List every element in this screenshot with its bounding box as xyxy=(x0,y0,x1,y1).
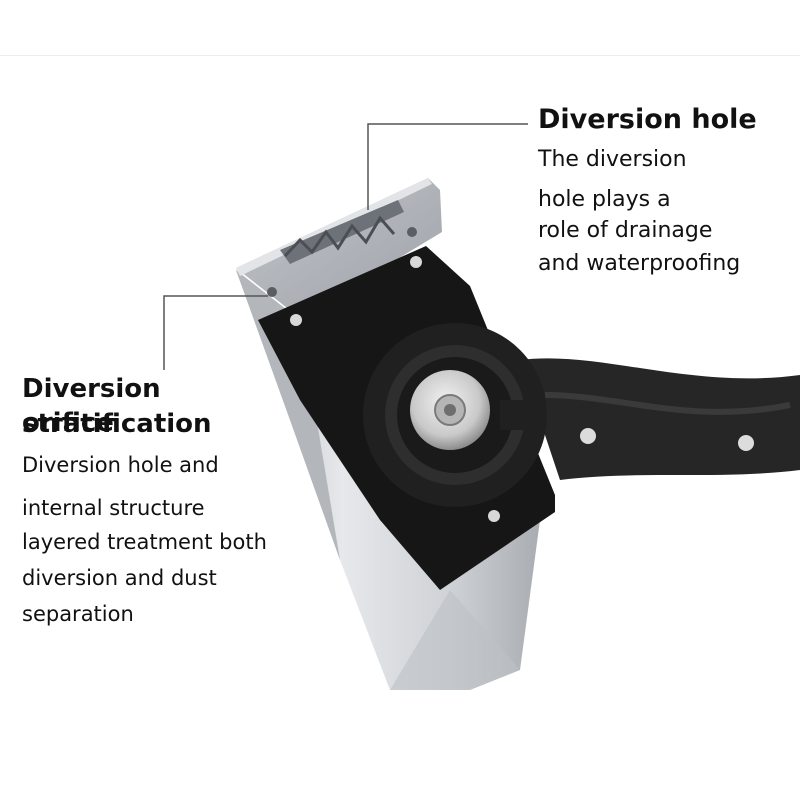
screw-icon xyxy=(488,510,500,522)
screw-icon xyxy=(290,314,302,326)
callout-line: role of drainage xyxy=(538,218,713,243)
leg-top-profile xyxy=(236,178,442,318)
callout-heading: stratification xyxy=(22,409,212,439)
callout-line: The diversion xyxy=(538,147,687,172)
screw-icon xyxy=(738,435,754,451)
callout-line: and waterproofing xyxy=(538,251,741,276)
screw-icon xyxy=(267,287,277,297)
callout-line: Diversion hole and xyxy=(22,453,219,477)
callout-line: hole plays a xyxy=(538,187,671,212)
screw-icon xyxy=(580,428,596,444)
callout-diversion-hole: Diversion hole The diversion hole plays … xyxy=(538,103,757,276)
callout-heading: Diversion hole xyxy=(538,104,757,135)
callout-line: diversion and dust xyxy=(22,566,217,590)
callout-line: separation xyxy=(22,602,134,626)
callout-heading: Diversion orifice xyxy=(22,374,161,438)
callout-leader-left xyxy=(163,295,268,370)
callout-line: layered treatment both xyxy=(22,530,267,554)
callout-line: internal structure xyxy=(22,496,205,520)
swivel-arm xyxy=(363,323,800,507)
screw-icon xyxy=(407,227,417,237)
top-divider xyxy=(0,55,800,56)
screw-icon xyxy=(410,256,422,268)
callout-leader-right xyxy=(367,123,528,210)
